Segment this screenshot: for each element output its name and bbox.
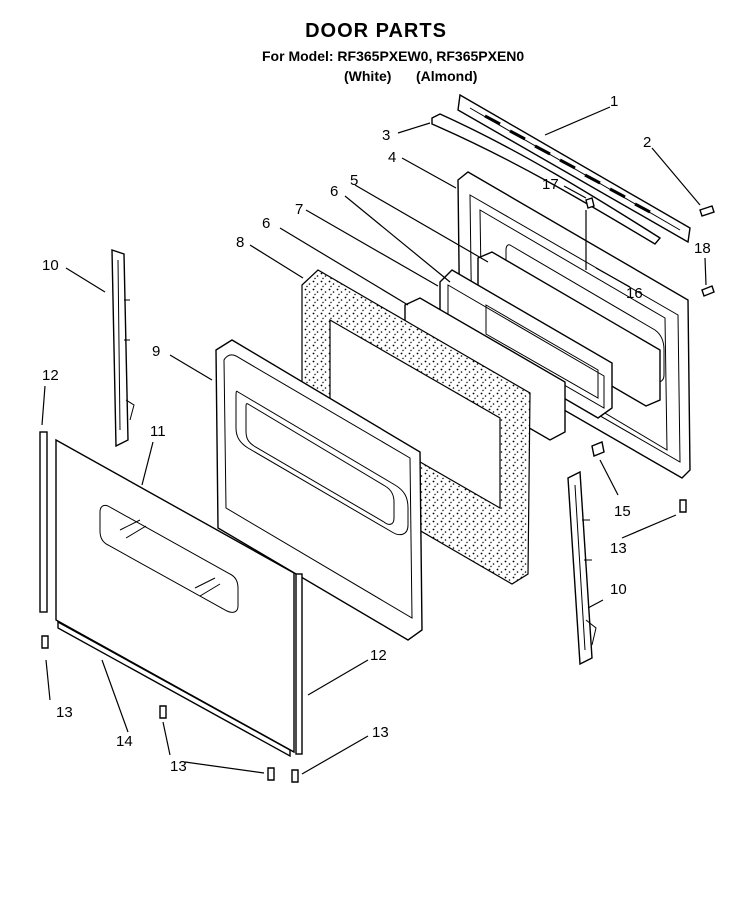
callout-13d: 13: [372, 724, 389, 741]
trim-strip-part: [431, 113, 662, 245]
callout-13a: 13: [56, 704, 73, 721]
callout-1: 1: [610, 93, 618, 110]
model-line: For Model: RF365PXEW0, RF365PXEN0: [262, 48, 525, 64]
screws-and-clips: [41, 197, 715, 783]
outer-door-part: [55, 438, 295, 754]
callout-13c: 13: [170, 758, 187, 775]
callout-15: 15: [614, 503, 631, 520]
callout-10a: 10: [42, 257, 59, 274]
callout-10b: 10: [610, 581, 627, 598]
callout-12b: 12: [370, 647, 387, 664]
callout-7: 7: [295, 201, 303, 218]
callout-labels: 1 2 3 4 5 6 6 7 8 9 10 10 11 12 12 13 13…: [42, 93, 711, 775]
callout-5: 5: [350, 172, 358, 189]
side-trim-left-part: [39, 431, 48, 613]
callout-16: 16: [626, 285, 643, 302]
color-white: (White): [344, 68, 392, 84]
side-trim-right-part: [295, 573, 303, 755]
hinge-left-part: [111, 249, 135, 448]
callout-2: 2: [643, 134, 651, 151]
bottom-trim-part: [57, 620, 291, 758]
callout-17: 17: [542, 176, 559, 193]
callout-4: 4: [388, 149, 396, 166]
callout-8: 8: [236, 234, 244, 251]
callout-6b: 6: [262, 215, 270, 232]
page-title: DOOR PARTS: [305, 20, 447, 42]
callout-14: 14: [116, 733, 133, 750]
vent-trim-part: [457, 93, 691, 244]
callout-18: 18: [694, 240, 711, 257]
leader-lines: [41, 106, 707, 775]
callout-9: 9: [152, 343, 160, 360]
callout-12a: 12: [42, 367, 59, 384]
callout-13b: 13: [610, 540, 627, 557]
color-almond: (Almond): [416, 68, 478, 84]
callout-11: 11: [150, 423, 166, 440]
door-frame-part: [215, 339, 423, 641]
hinge-right-part: [567, 470, 597, 666]
callout-3: 3: [382, 127, 390, 144]
callout-6a: 6: [330, 183, 338, 200]
